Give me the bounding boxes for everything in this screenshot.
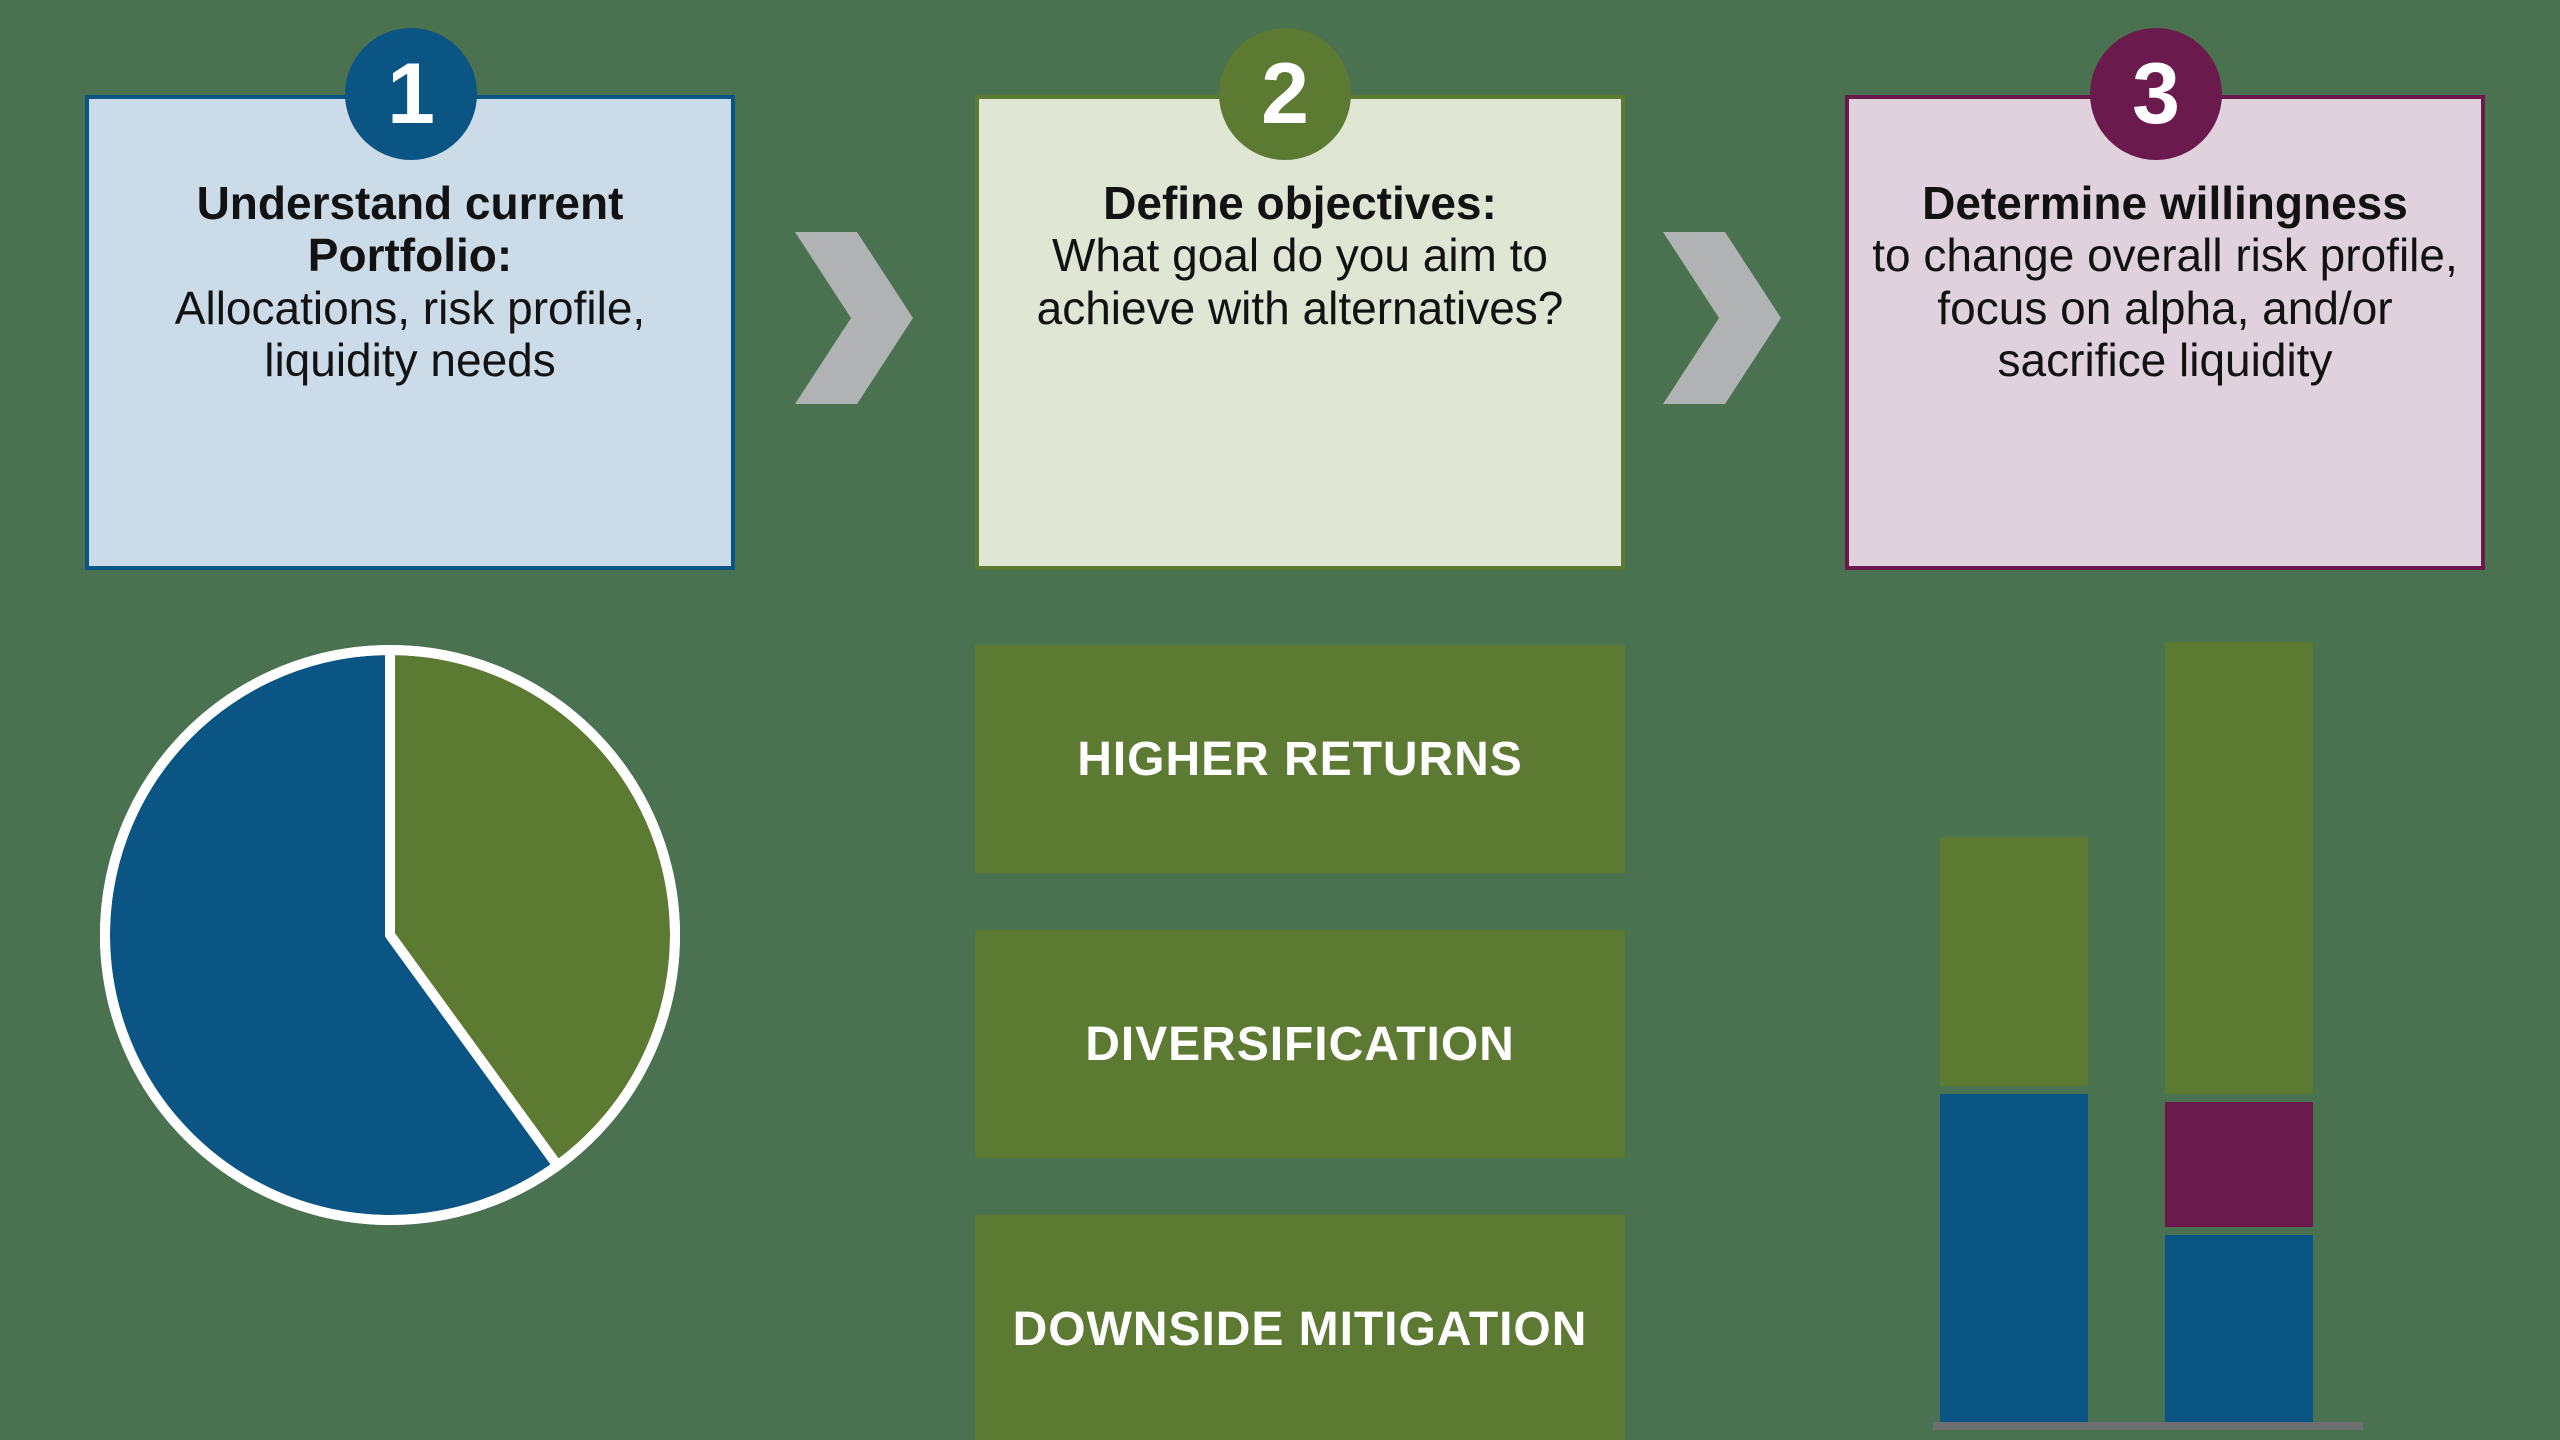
objective-bar-higher-returns: HIGHER RETURNS (975, 645, 1625, 873)
step-1-box (85, 95, 735, 570)
step-badge-3: 3 (2090, 28, 2222, 160)
step-3-heading: Determine willingness (1922, 177, 2408, 229)
step-panel-3: Determine willingness to change overall … (1845, 95, 2485, 570)
chevron-step1-to-step2-icon (795, 232, 913, 404)
step-badge-3-number: 3 (2132, 46, 2180, 142)
step-2-box (975, 95, 1625, 570)
pie-outline (100, 645, 680, 1225)
step-badge-1-number: 1 (387, 46, 435, 142)
step-3-text: Determine willingness to change overall … (1845, 177, 2485, 387)
step-2-heading: Define objectives: (1103, 177, 1497, 229)
stacked-bar-baseline (1933, 1422, 2363, 1430)
chevron-step2-to-step3-icon (1663, 232, 1781, 404)
stacked-bar-column-current (1940, 836, 2088, 1422)
stacked-bar-segment (1940, 1094, 2088, 1422)
step-panel-2: Define objectives: What goal do you aim … (975, 95, 1625, 570)
step-1-text: Understand current Portfolio: Allocation… (85, 177, 735, 387)
step-2-body: What goal do you aim to achieve with alt… (1036, 229, 1564, 334)
pie-chart-svg (100, 645, 680, 1225)
objective-bar-diversification: DIVERSIFICATION (975, 930, 1625, 1158)
step-1-body: Allocations, risk profile, liquidity nee… (174, 281, 646, 387)
step-badge-2: 2 (1219, 28, 1351, 160)
step-3-box (1845, 95, 2485, 570)
risk-profile-stacked-bar-chart (1845, 630, 2485, 1440)
stacked-bar-segment (2165, 641, 2313, 1095)
step-panel-1: Understand current Portfolio: Allocation… (85, 95, 735, 570)
objective-bar-downside-mitigation: DOWNSIDE MITIGATION (975, 1215, 1625, 1440)
step-1-heading: Understand current Portfolio: (196, 177, 624, 282)
step-2-text: Define objectives: What goal do you aim … (975, 177, 1625, 334)
step-3-body: to change overall risk profile, focus on… (1872, 229, 2458, 387)
step-badge-2-number: 2 (1261, 46, 1309, 142)
stacked-bar-column-target (2165, 641, 2313, 1422)
objective-bar-label: HIGHER RETURNS (1077, 732, 1523, 786)
stacked-bar-segment (2165, 1102, 2313, 1227)
step-badge-1: 1 (345, 28, 477, 160)
stacked-bar-segment (1940, 836, 2088, 1087)
stacked-bar-segment (2165, 1234, 2313, 1422)
objective-bar-label: DOWNSIDE MITIGATION (1012, 1302, 1588, 1356)
objective-bar-label: DIVERSIFICATION (1085, 1017, 1515, 1071)
portfolio-pie-chart (90, 635, 760, 1235)
